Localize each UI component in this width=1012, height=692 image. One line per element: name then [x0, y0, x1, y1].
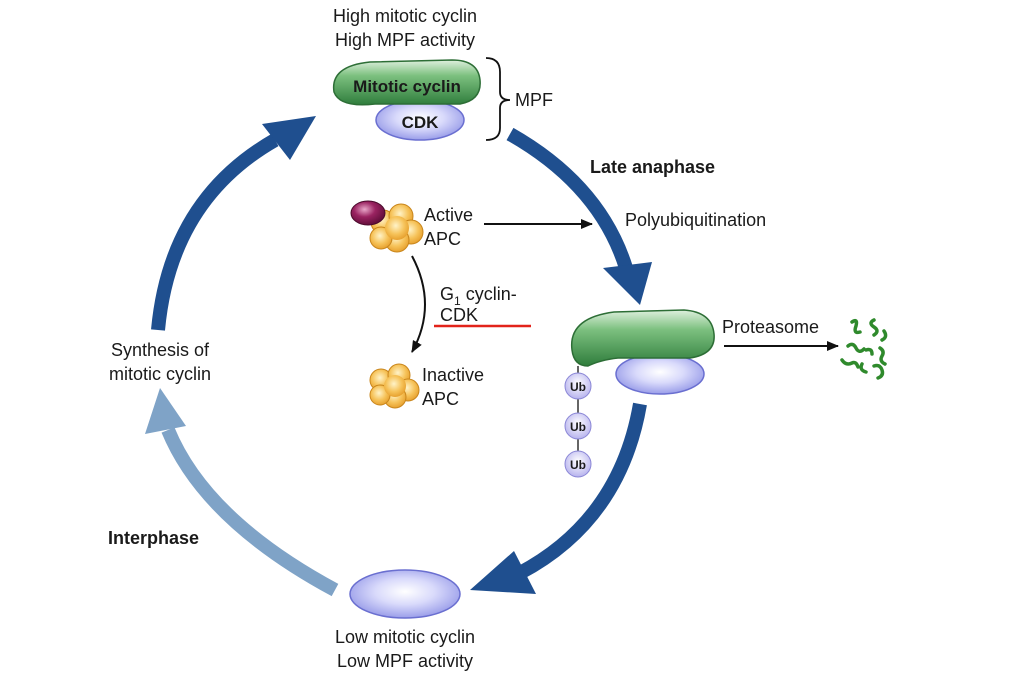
inactive-apc-line1: Inactive [422, 365, 484, 385]
top-label-line1: High mitotic cyclin [333, 6, 477, 26]
mitotic-cyclin-label: Mitotic cyclin [353, 77, 461, 96]
bottom-label-line2: Low MPF activity [337, 651, 473, 671]
g1-rest: cyclin- [461, 284, 517, 304]
proteasome-label: Proteasome [722, 317, 819, 337]
ub-tag-2-label: Ub [570, 420, 586, 434]
ub-tag-1-label: Ub [570, 380, 586, 394]
active-apc-line2: APC [424, 229, 461, 249]
activator-icon [350, 200, 386, 226]
g1-cyclin-cdk-line2: CDK [440, 305, 478, 325]
ub-cdk-shape [615, 353, 705, 395]
ub-tag-3: Ub [564, 450, 592, 478]
arrow-synthesis-to-mpf [151, 116, 316, 331]
bottom-label-line1: Low mitotic cyclin [335, 627, 475, 647]
g1-cyclin-cdk-line1: G1 cyclin- [440, 284, 517, 308]
ub-cyclin-shape [570, 309, 715, 367]
mitotic-cyclin-shape [332, 59, 481, 106]
late-anaphase-label: Late anaphase [590, 157, 715, 177]
interphase-label: Interphase [108, 528, 199, 548]
inactive-apc-icon [369, 363, 420, 409]
mpf-bracket [485, 57, 511, 141]
polyubiquitination-label: Polyubiquitination [625, 210, 766, 230]
synthesis-label-line1: Synthesis of [111, 340, 210, 360]
g1-subscript: 1 [454, 294, 461, 308]
mpf-label: MPF [515, 90, 553, 110]
arrow-interphase [145, 388, 339, 597]
inactive-apc-line2: APC [422, 389, 459, 409]
top-label-line2: High MPF activity [335, 30, 475, 50]
active-apc [350, 200, 424, 253]
ubiquitinated-mpf [570, 309, 715, 466]
arrow-degradation-to-low [470, 402, 647, 594]
ub-tag-3-label: Ub [570, 458, 586, 472]
ub-tag-2: Ub [564, 412, 592, 440]
ub-tag-1: Ub [564, 372, 592, 400]
bottom-cdk-shape [349, 569, 461, 619]
mpf-complex: Mitotic cyclin CDK [332, 59, 481, 141]
active-apc-line1: Active [424, 205, 473, 225]
cdk-label: CDK [402, 113, 440, 132]
apc-cluster-icon [369, 203, 424, 253]
synthesis-label-line2: mitotic cyclin [109, 364, 211, 384]
arrow-active-to-inactive [411, 255, 426, 353]
peptide-fragments-icon [840, 318, 888, 380]
g1-prefix: G [440, 284, 454, 304]
arrow-mpf-to-anaphase [506, 127, 652, 305]
